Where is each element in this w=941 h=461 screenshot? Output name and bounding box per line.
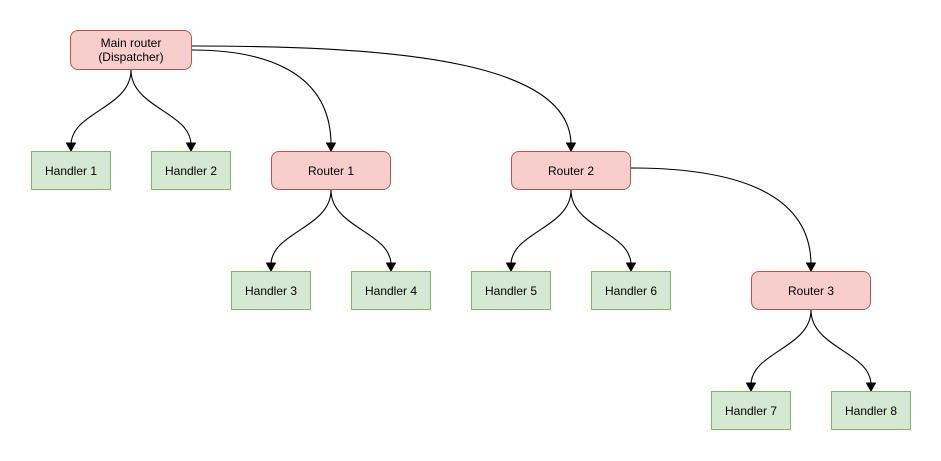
node-handler5[interactable]: Handler 5 [471,271,551,310]
edge-main-to-router2 [191,45,576,152]
node-label: Handler 5 [484,283,538,298]
node-label: Handler 2 [164,163,218,178]
node-label: Router 3 [787,283,835,298]
node-label: Handler 3 [244,283,298,298]
edge-path [270,189,332,266]
node-handler4[interactable]: Handler 4 [351,271,431,310]
edge-path [510,189,572,266]
edge-main-to-handler1 [66,69,132,152]
edge-arrowhead [806,262,816,272]
edge-router3-to-handler8 [810,309,876,392]
edge-path [630,167,812,266]
node-handler7[interactable]: Handler 7 [711,391,791,430]
node-handler2[interactable]: Handler 2 [151,151,231,190]
node-label: Main router (Dispatcher) [98,36,164,64]
edge-arrowhead [746,382,756,392]
edge-path [810,309,872,386]
edge-router3-to-handler7 [746,309,812,392]
node-label: Handler 1 [44,163,98,178]
edge-arrowhead [326,142,336,152]
edge-router1-to-handler4 [330,189,396,272]
node-handler1[interactable]: Handler 1 [31,151,111,190]
edge-path [191,45,572,146]
edge-path [130,69,192,146]
node-handler8[interactable]: Handler 8 [831,391,911,430]
edge-path [330,189,392,266]
node-handler6[interactable]: Handler 6 [591,271,671,310]
node-label: Router 1 [307,163,355,178]
node-label: Handler 8 [844,403,898,418]
edge-path [191,49,332,146]
node-handler3[interactable]: Handler 3 [231,271,311,310]
edge-path [570,189,632,266]
node-label: Handler 4 [364,283,418,298]
node-label: Router 2 [547,163,595,178]
node-router2[interactable]: Router 2 [511,151,631,190]
node-label: Handler 6 [604,283,658,298]
edge-arrowhead [386,262,396,272]
edge-arrowhead [866,382,876,392]
node-main[interactable]: Main router (Dispatcher) [70,30,192,70]
edge-router2-to-handler5 [506,189,572,272]
edge-main-to-router1 [191,49,336,152]
edge-router2-to-router3 [630,167,816,272]
edge-arrowhead [186,142,196,152]
edge-path [750,309,812,386]
node-router3[interactable]: Router 3 [751,271,871,310]
edge-path [70,69,132,146]
edge-arrowhead [266,262,276,272]
edge-main-to-handler2 [130,69,196,152]
edge-arrowhead [66,142,76,152]
node-label: Handler 7 [724,403,778,418]
edge-arrowhead [566,142,576,152]
node-router1[interactable]: Router 1 [271,151,391,190]
edge-arrowhead [626,262,636,272]
edge-router2-to-handler6 [570,189,636,272]
edge-arrowhead [506,262,516,272]
edge-router1-to-handler3 [266,189,332,272]
